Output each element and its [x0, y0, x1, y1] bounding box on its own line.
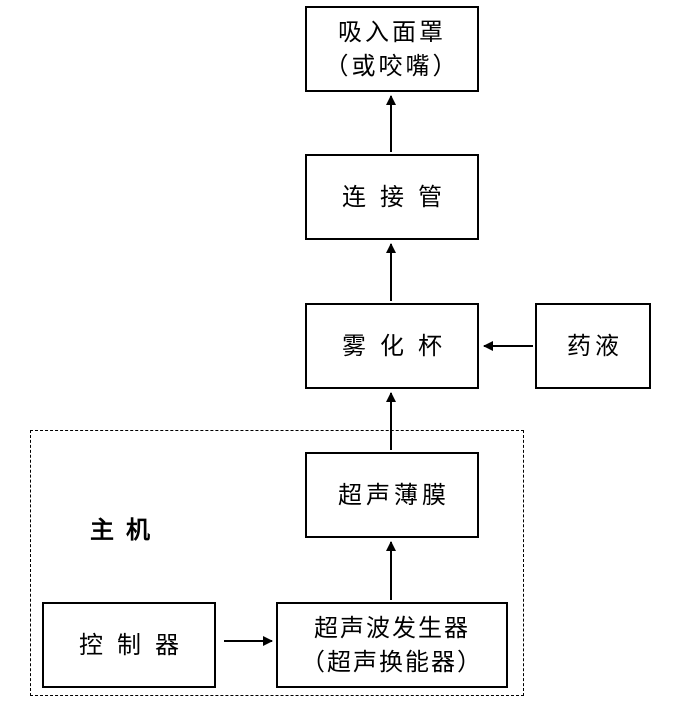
- controller-box: 控制器: [42, 602, 216, 688]
- liquid-label: 药液: [567, 332, 623, 360]
- ultrasonic-membrane-box: 超声薄膜: [305, 452, 479, 538]
- membrane-label: 超声薄膜: [338, 481, 450, 509]
- cup-label: 雾化杯: [342, 332, 456, 360]
- generator-label: 超声波发生器: [314, 614, 470, 642]
- inhalation-mask-box: 吸入面罩 （或咬嘴）: [305, 6, 479, 92]
- mask-sublabel: （或咬嘴）: [324, 52, 460, 80]
- controller-label: 控制器: [79, 631, 193, 659]
- host-group-boundary: [30, 430, 524, 696]
- host-group-label: 主机: [90, 516, 162, 544]
- ultrasonic-generator-box: 超声波发生器 （超声换能器）: [276, 602, 508, 688]
- nebulizer-cup-box: 雾化杯: [305, 303, 479, 389]
- connector-tube-box: 连接管: [305, 154, 479, 240]
- mask-label: 吸入面罩: [338, 18, 446, 46]
- generator-sublabel: （超声换能器）: [301, 648, 483, 676]
- medicine-liquid-box: 药液: [535, 303, 651, 389]
- connector-label: 连接管: [342, 183, 456, 211]
